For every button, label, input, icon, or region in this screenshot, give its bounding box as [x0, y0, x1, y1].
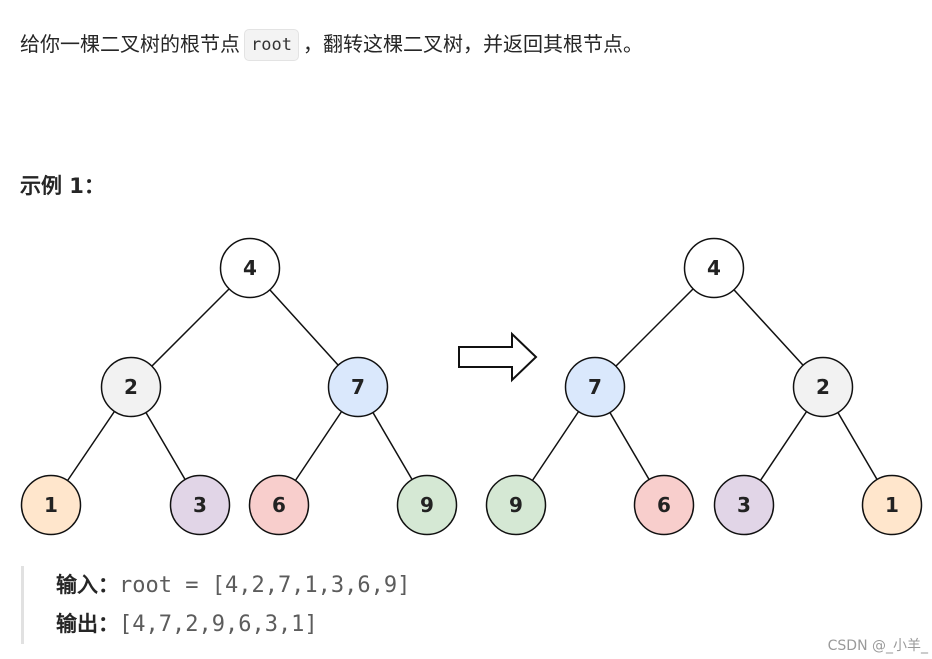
tree-node: 9: [396, 474, 458, 536]
node-circle: [248, 474, 310, 536]
node-circle: [683, 237, 745, 299]
tree-node: 1: [861, 474, 923, 536]
node-label: 9: [420, 493, 434, 517]
tree-node: 6: [633, 474, 695, 536]
node-circle: [485, 474, 547, 536]
node-circle: [396, 474, 458, 536]
node-label: 6: [657, 493, 671, 517]
node-label: 2: [124, 375, 138, 399]
node-label: 2: [816, 375, 830, 399]
tree-node: 6: [248, 474, 310, 536]
node-circle: [861, 474, 923, 536]
node-label: 3: [193, 493, 207, 517]
tree-node: 4: [683, 237, 745, 299]
node-circle: [169, 474, 231, 536]
tree-node: 7: [564, 356, 626, 418]
node-circle: [20, 474, 82, 536]
node-label: 1: [885, 493, 899, 517]
example-io-block: 输入：root = [4,2,7,1,3,6,9] 输出：[4,7,2,9,6,…: [21, 566, 621, 644]
node-label: 9: [509, 493, 523, 517]
node-circle: [219, 237, 281, 299]
node-label: 7: [588, 375, 602, 399]
tree-node: 2: [792, 356, 854, 418]
node-circle: [633, 474, 695, 536]
node-circle: [100, 356, 162, 418]
node-label: 6: [272, 493, 286, 517]
tree-node: 9: [485, 474, 547, 536]
tree-node: 1: [20, 474, 82, 536]
tree-node: 3: [713, 474, 775, 536]
node-circle: [713, 474, 775, 536]
output-value: [4,7,2,9,6,3,1]: [119, 612, 318, 637]
node-label: 4: [707, 256, 721, 280]
after-tree-nodes: 4 7 2 9 6 3 1: [485, 237, 923, 536]
description-text-after: ，翻转这棵二叉树，并返回其根节点。: [302, 32, 643, 56]
node-circle: [327, 356, 389, 418]
node-label: 1: [44, 493, 58, 517]
code-root: root: [244, 29, 299, 61]
node-circle: [792, 356, 854, 418]
tree-node: 2: [100, 356, 162, 418]
node-label: 7: [351, 375, 365, 399]
node-label: 4: [243, 256, 257, 280]
example-title: 示例 1：: [20, 174, 105, 198]
before-tree-nodes: 4 2 7 1 3 6 9: [20, 237, 458, 536]
input-line: 输入：root = [4,2,7,1,3,6,9]: [56, 566, 621, 605]
watermark: CSDN @_小羊_: [827, 638, 928, 654]
input-label: 输入：: [56, 573, 119, 597]
tree-node: 3: [169, 474, 231, 536]
description-text-before: 给你一棵二叉树的根节点: [20, 32, 240, 56]
node-label: 3: [737, 493, 751, 517]
tree-node: 4: [219, 237, 281, 299]
input-value: root = [4,2,7,1,3,6,9]: [119, 573, 411, 598]
output-line: 输出：[4,7,2,9,6,3,1]: [56, 605, 621, 644]
arrow-right-icon: [458, 331, 538, 383]
output-label: 输出：: [56, 612, 119, 636]
tree-node: 7: [327, 356, 389, 418]
node-circle: [564, 356, 626, 418]
